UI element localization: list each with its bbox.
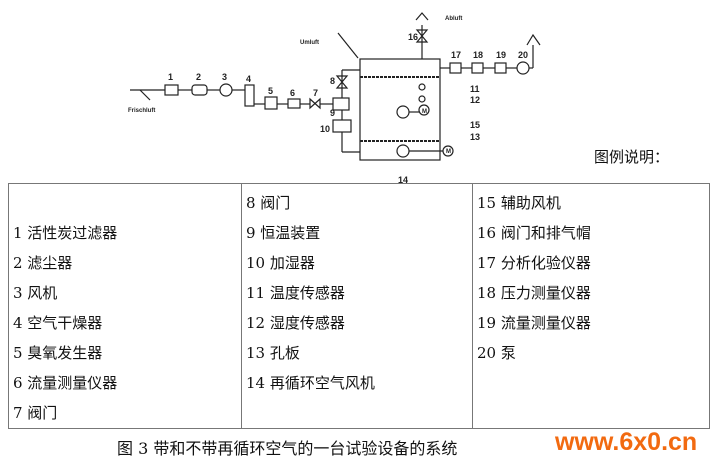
umluft-label: Umluft: [300, 40, 319, 46]
label-18: 18: [473, 50, 483, 60]
label-12: 12: [470, 95, 480, 105]
legend-item: 19 流量测量仪器: [477, 314, 591, 332]
motor-label: M: [422, 109, 427, 115]
legend-table: 1 活性炭过滤器 2 滤尘器 3 风机 4 空气干燥器 5 臭氧发生器 6 流量…: [8, 183, 710, 429]
label-4: 4: [246, 74, 251, 84]
legend-item: 20 泵: [477, 344, 516, 362]
legend-item: 5 臭氧发生器: [13, 344, 103, 362]
label-7: 7: [313, 88, 318, 98]
legend-item: 17 分析化验仪器: [477, 254, 591, 272]
legend-item: 9 恒温装置: [246, 224, 321, 242]
legend-item: 16 阀门和排气帽: [477, 224, 591, 242]
label-17: 17: [451, 50, 461, 60]
system-diagram: 1 2 3 4 5 6 7 8 9 10 11 12 13 14 15 16 1…: [128, 12, 541, 185]
legend-item: 2 滤尘器: [13, 254, 73, 272]
legend-item: 18 压力测量仪器: [477, 284, 591, 302]
legend-item: 14 再循环空气风机: [246, 374, 375, 392]
label-5: 5: [268, 86, 273, 96]
legend-item: 11 温度传感器: [246, 284, 345, 302]
legend-item: 15 辅助风机: [477, 194, 561, 212]
label-10: 10: [320, 124, 330, 134]
legend-item: 1 活性炭过滤器: [13, 224, 118, 242]
label-11: 11: [470, 84, 480, 94]
watermark: www.6x0.cn: [555, 428, 698, 456]
label-15: 15: [470, 120, 480, 130]
label-6: 6: [290, 88, 295, 98]
label-2: 2: [196, 72, 201, 82]
label-20: 20: [518, 50, 528, 60]
label-9: 9: [330, 108, 335, 118]
legend-item: 3 风机: [13, 284, 58, 302]
label-8: 8: [330, 76, 335, 86]
legend-item: 10 加湿器: [246, 254, 315, 272]
legend-title: 图例说明：: [594, 148, 670, 166]
legend-item: 4 空气干燥器: [13, 314, 103, 332]
label-3: 3: [222, 72, 227, 82]
legend-item: 8 阀门: [246, 194, 291, 212]
label-14: 14: [398, 175, 408, 185]
legend-item: 13 孔板: [246, 344, 300, 362]
legend-column-3: 15 辅助风机 16 阀门和排气帽 17 分析化验仪器 18 压力测量仪器 19…: [473, 184, 709, 428]
motor-label: M: [446, 149, 451, 155]
frischluft-label: Frischluft: [128, 108, 155, 114]
figure-caption: 图 3 带和不带再循环空气的一台试验设备的系统: [117, 439, 458, 458]
legend-column-2: 8 阀门 9 恒温装置 10 加湿器 11 温度传感器 12 湿度传感器 13 …: [242, 184, 473, 428]
label-13: 13: [470, 132, 480, 142]
label-19: 19: [496, 50, 506, 60]
legend-item: 7 阀门: [13, 404, 58, 422]
legend-column-1: 1 活性炭过滤器 2 滤尘器 3 风机 4 空气干燥器 5 臭氧发生器 6 流量…: [9, 184, 242, 428]
legend-item: 6 流量测量仪器: [13, 374, 118, 392]
abluft-label: Abluft: [445, 16, 462, 22]
label-16: 16: [408, 32, 418, 42]
label-1: 1: [168, 72, 173, 82]
legend-item: 12 湿度传感器: [246, 314, 345, 332]
